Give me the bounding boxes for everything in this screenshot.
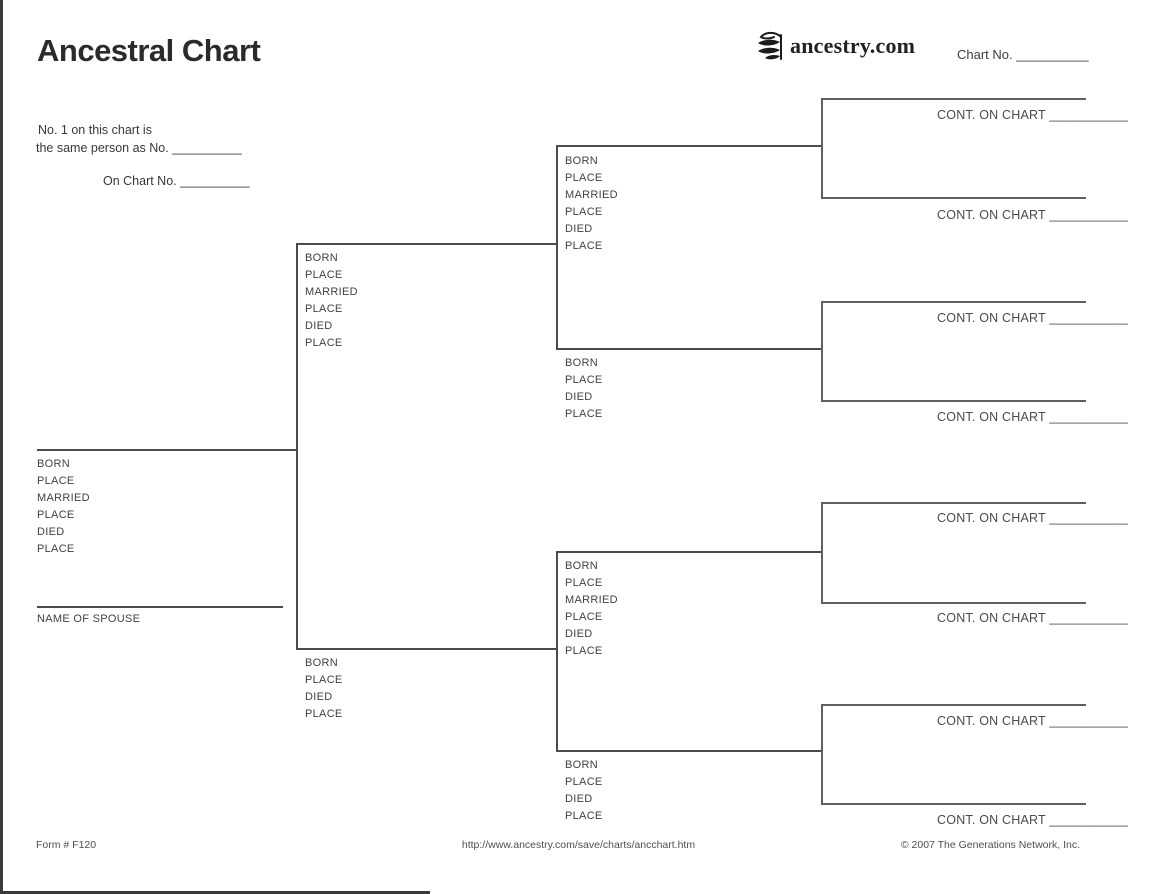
mother-fields: BORN PLACE DIED PLACE — [305, 657, 343, 720]
cont-on-chart-field-9[interactable]: CONT. ON CHART ___________ — [937, 208, 1128, 222]
connector-parents — [296, 243, 298, 650]
ancestor-8-name-line — [821, 98, 1086, 100]
connector-maternal-grandparents — [556, 551, 558, 752]
cont-on-chart-field-11[interactable]: CONT. ON CHART ___________ — [937, 410, 1128, 424]
connector-paternal-grandparents — [556, 145, 558, 350]
maternal-grandmother-name-line — [556, 750, 823, 752]
father-fields: BORN PLACE MARRIED PLACE DIED PLACE — [305, 252, 358, 349]
ancestor-11-name-line — [821, 400, 1086, 402]
footer-url: http://www.ancestry.com/save/charts/ancc… — [461, 839, 696, 851]
identity-note-line1: No. 1 on this chart is — [38, 123, 152, 137]
paternal-grandfather-name-line — [556, 145, 823, 147]
footer-copyright: © 2007 The Generations Network, Inc. — [900, 839, 1080, 851]
person-1-fields: BORN PLACE MARRIED PLACE DIED PLACE — [37, 458, 90, 555]
on-chart-no-field[interactable]: On Chart No. __________ — [103, 174, 250, 188]
maternal-grandmother-fields: BORN PLACE DIED PLACE — [565, 759, 603, 822]
paternal-grandfather-fields: BORN PLACE MARRIED PLACE DIED PLACE — [565, 155, 618, 252]
spouse-name-label: NAME OF SPOUSE — [37, 613, 141, 625]
connector-great-grandparents-4 — [821, 704, 823, 805]
cont-on-chart-field-12[interactable]: CONT. ON CHART ___________ — [937, 511, 1128, 525]
page-bottom-border — [0, 891, 430, 894]
cont-on-chart-field-10[interactable]: CONT. ON CHART ___________ — [937, 311, 1128, 325]
mother-name-line — [296, 648, 558, 650]
cont-on-chart-field-8[interactable]: CONT. ON CHART ___________ — [937, 108, 1128, 122]
maternal-grandfather-fields: BORN PLACE MARRIED PLACE DIED PLACE — [565, 560, 618, 657]
person-1-name-line — [37, 449, 297, 451]
cont-on-chart-field-14[interactable]: CONT. ON CHART ___________ — [937, 714, 1128, 728]
ancestor-14-name-line — [821, 704, 1086, 706]
ancestor-15-name-line — [821, 803, 1086, 805]
father-name-line — [296, 243, 558, 245]
cont-on-chart-field-13[interactable]: CONT. ON CHART ___________ — [937, 611, 1128, 625]
chart-no-field[interactable]: Chart No. __________ — [957, 47, 1089, 62]
connector-great-grandparents-2 — [821, 301, 823, 402]
connector-great-grandparents-1 — [821, 98, 823, 199]
footer-form-number: Form # F120 — [36, 839, 97, 851]
paternal-grandmother-name-line — [556, 348, 823, 350]
ancestor-13-name-line — [821, 602, 1086, 604]
page-left-border — [0, 0, 3, 894]
ancestor-9-name-line — [821, 197, 1086, 199]
same-person-no-field[interactable]: the same person as No. __________ — [36, 141, 242, 155]
spouse-name-line — [37, 606, 283, 608]
page-title: Ancestral Chart — [37, 33, 261, 68]
ancestry-logo: ancestry.com — [752, 29, 915, 63]
ancestry-logo-text: ancestry.com — [790, 33, 916, 58]
paternal-grandmother-fields: BORN PLACE DIED PLACE — [565, 357, 603, 420]
maternal-grandfather-name-line — [556, 551, 823, 553]
connector-great-grandparents-3 — [821, 502, 823, 604]
ancestry-leaf-icon — [758, 31, 782, 60]
cont-on-chart-field-15[interactable]: CONT. ON CHART ___________ — [937, 813, 1128, 827]
ancestor-12-name-line — [821, 502, 1086, 504]
ancestor-10-name-line — [821, 301, 1086, 303]
